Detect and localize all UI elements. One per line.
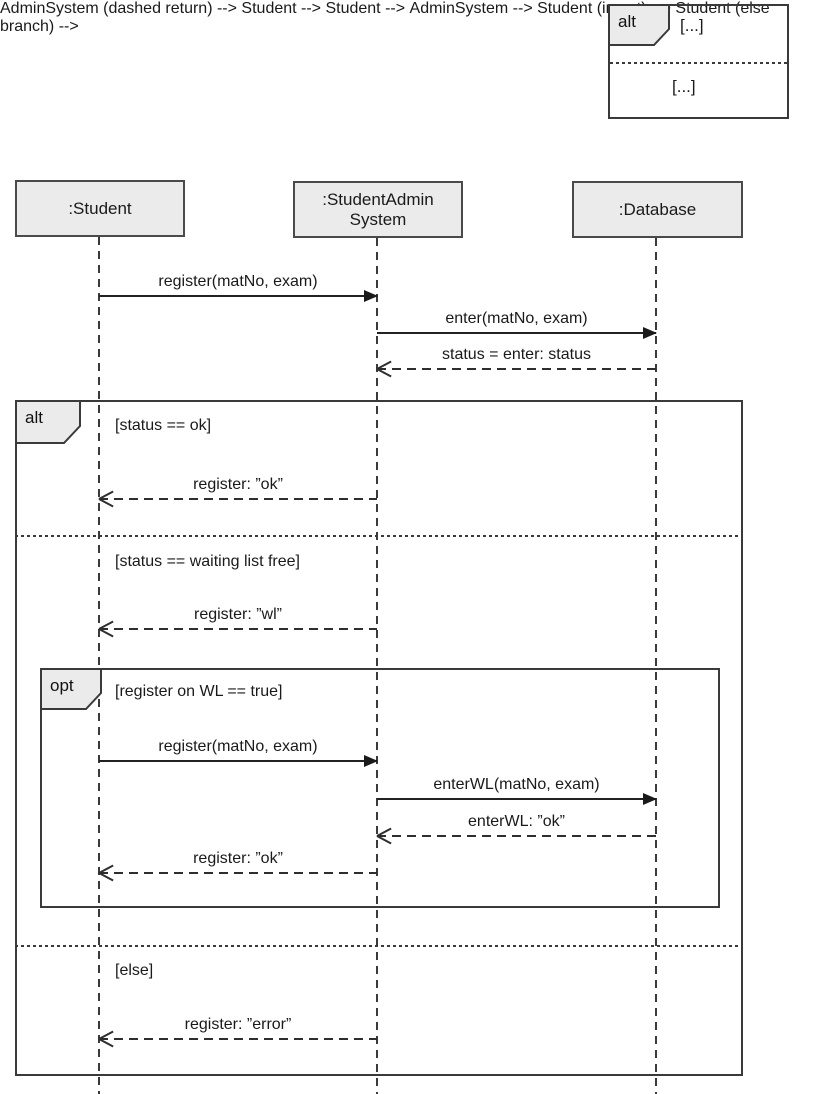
pentagon-shape-icon bbox=[608, 4, 670, 46]
alt-operator-pentagon: alt bbox=[15, 400, 81, 449]
message-label: register: ”error” bbox=[184, 1016, 292, 1033]
legend-guard-bottom: [...] bbox=[672, 77, 696, 96]
arrowhead-open-icon bbox=[99, 628, 115, 630]
alt-divider-1 bbox=[15, 535, 743, 537]
guard-status-ok: [status == ok] bbox=[115, 417, 212, 434]
legend-operator-label: alt bbox=[618, 12, 636, 31]
message-line bbox=[99, 872, 377, 874]
legend-alt-fragment: alt [...] [...] bbox=[608, 4, 789, 119]
arrowhead-filled-icon bbox=[364, 290, 378, 302]
message-line bbox=[99, 628, 377, 630]
message-label: register: ”ok” bbox=[193, 850, 283, 867]
message-status-return: status = enter: status bbox=[377, 345, 656, 370]
arrowhead-filled-icon bbox=[643, 793, 657, 805]
message-label: status = enter: status bbox=[442, 346, 591, 363]
lifeline-label-admin-line1: :StudentAdmin bbox=[322, 189, 434, 209]
opt-fragment: opt bbox=[40, 668, 720, 908]
legend-operator-pentagon: alt bbox=[608, 4, 670, 51]
lifeline-admin-system bbox=[376, 238, 378, 1094]
alt-fragment: alt bbox=[15, 400, 743, 1076]
lifeline-head-admin-system: :StudentAdmin System bbox=[293, 181, 463, 238]
lifeline-database bbox=[655, 238, 657, 1094]
pentagon-shape-icon bbox=[15, 400, 81, 444]
guard-else: [else] bbox=[115, 962, 154, 979]
guard-register-on-wl: [register on WL == true] bbox=[115, 683, 283, 700]
arrowhead-filled-icon bbox=[643, 327, 657, 339]
lifeline-head-student: :Student bbox=[15, 180, 185, 237]
opt-operator-label: opt bbox=[50, 676, 74, 695]
message-line bbox=[99, 755, 378, 767]
message-label: register: ”ok” bbox=[193, 476, 283, 493]
message-register-wl: register: ”wl” bbox=[99, 605, 377, 630]
message-label: enter(matNo, exam) bbox=[445, 310, 588, 327]
message-line bbox=[99, 290, 378, 302]
arrowhead-open-icon bbox=[377, 368, 393, 370]
message-label: register(matNo, exam) bbox=[158, 738, 318, 755]
alt-divider-2 bbox=[15, 945, 743, 947]
message-register-ok-2: register: ”ok” bbox=[99, 849, 377, 874]
lifeline-head-database: :Database bbox=[572, 181, 743, 238]
message-label: enterWL: ”ok” bbox=[468, 813, 565, 830]
arrowhead-open-icon bbox=[377, 835, 393, 837]
arrowhead-open-icon bbox=[99, 1038, 115, 1040]
message-label: register(matNo, exam) bbox=[158, 273, 318, 290]
message-register-ok-1: register: ”ok” bbox=[99, 475, 377, 500]
arrowhead-open-icon bbox=[99, 498, 115, 500]
opt-operator-pentagon: opt bbox=[40, 668, 102, 715]
pentagon-shape-icon bbox=[40, 668, 102, 710]
message-line bbox=[377, 327, 657, 339]
message-line bbox=[99, 498, 377, 500]
message-enter-call: enter(matNo, exam) bbox=[377, 309, 657, 339]
message-line bbox=[377, 793, 657, 805]
arrowhead-filled-icon bbox=[364, 755, 378, 767]
message-register-error: register: ”error” bbox=[99, 1015, 377, 1040]
legend-divider bbox=[610, 62, 787, 64]
message-label: register: ”wl” bbox=[193, 606, 282, 623]
alt-operator-label: alt bbox=[25, 408, 43, 427]
message-enterwl-call: enterWL(matNo, exam) bbox=[377, 775, 657, 805]
message-register-call-1: register(matNo, exam) bbox=[99, 272, 378, 302]
message-line bbox=[377, 368, 656, 370]
lifeline-student bbox=[98, 237, 100, 1094]
message-register-call-2: register(matNo, exam) bbox=[99, 737, 378, 767]
message-enterwl-return: enterWL: ”ok” bbox=[377, 812, 656, 837]
arrowhead-open-icon bbox=[99, 872, 115, 874]
message-line bbox=[99, 1038, 377, 1040]
guard-status-waiting-list: [status == waiting list free] bbox=[115, 553, 300, 570]
message-label: enterWL(matNo, exam) bbox=[433, 776, 600, 793]
lifeline-label-database: :Database bbox=[618, 199, 697, 219]
lifeline-label-student: :Student bbox=[68, 198, 132, 218]
lifeline-label-admin-line2: System bbox=[349, 209, 407, 229]
legend-guard-top: [...] bbox=[680, 16, 704, 35]
message-line bbox=[377, 835, 656, 837]
